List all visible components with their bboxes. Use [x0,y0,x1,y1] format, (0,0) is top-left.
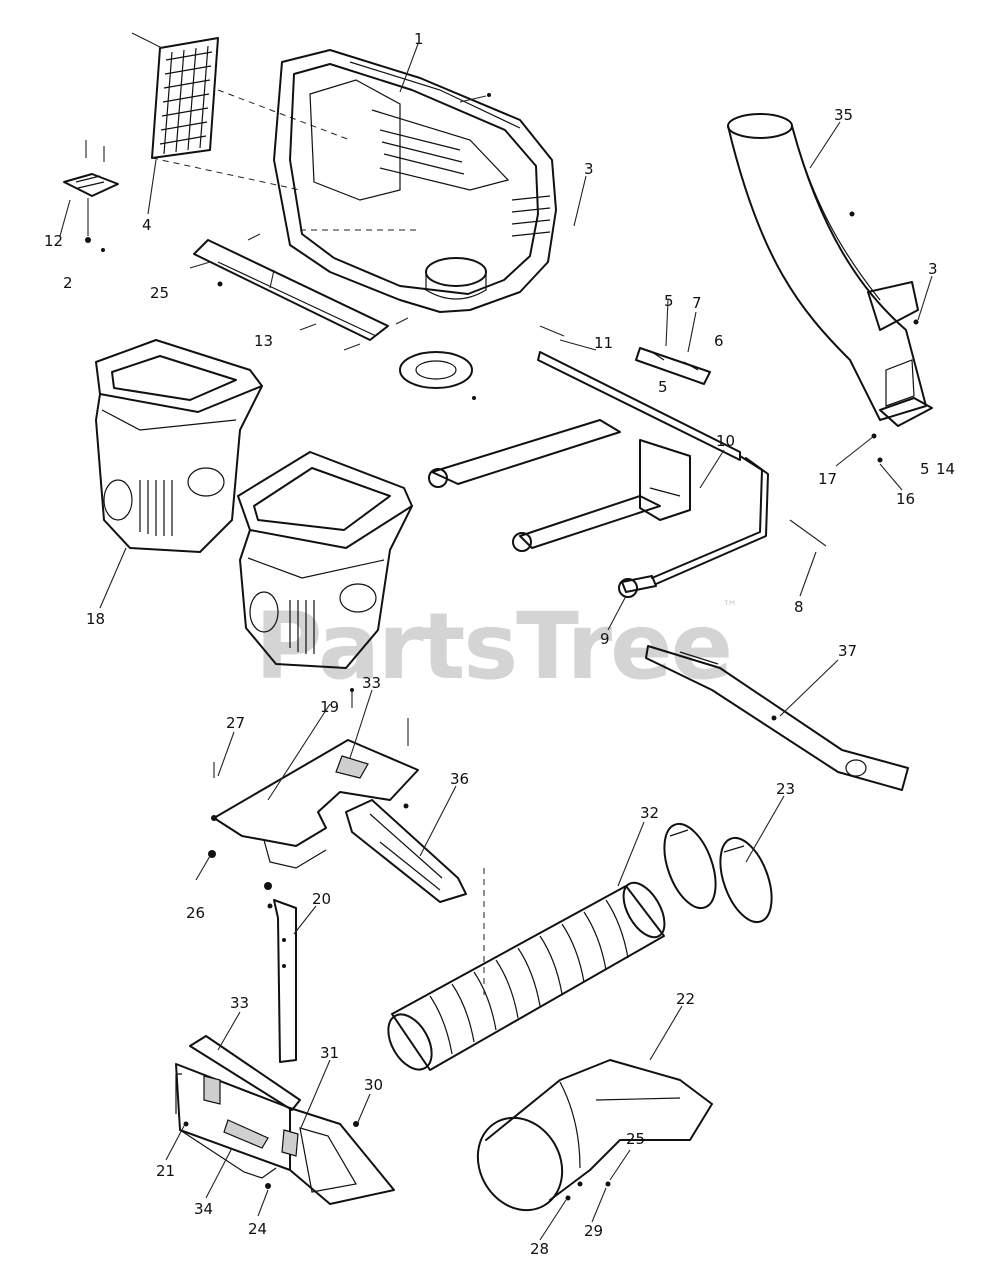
callout-34: 34 [194,1200,213,1218]
flex-hose-32 [387,868,666,1071]
callout-25: 25 [150,284,169,302]
callout-13: 13 [254,332,273,350]
callout-21: 21 [156,1162,175,1180]
gasket-ring [399,325,565,400]
callout-labels: 1 2 3 3 4 5 5 5 6 7 8 9 10 11 12 13 14 1… [44,30,955,1258]
upright-bar-20 [267,899,297,1063]
callout-10: 10 [716,432,735,450]
discharge-chute-35 [727,113,933,463]
frame-tube-assembly [428,351,827,598]
watermark-trademark: ™ [722,597,738,616]
callout-7: 7 [692,294,702,312]
callout-4: 4 [142,216,152,234]
callout-26: 26 [186,904,205,922]
collection-bag-alt [237,451,413,669]
callout-6: 6 [714,332,724,350]
callout-3: 3 [928,260,938,278]
callout-1: 1 [414,30,424,48]
callout-28: 28 [530,1240,549,1258]
bracket-part-36 [345,799,467,903]
mounting-plate-19 [208,688,419,890]
callout-8: 8 [794,598,804,616]
callout-17: 17 [818,470,837,488]
callout-19: 19 [320,698,339,716]
callout-23: 23 [776,780,795,798]
clip-assembly [635,299,711,385]
plate-part-13 [189,229,420,351]
callout-20: 20 [312,890,331,908]
callout-3: 3 [584,160,594,178]
callout-2: 2 [63,274,73,292]
lower-housing-34 [175,1035,395,1205]
callout-35: 35 [834,106,853,124]
callout-16: 16 [896,490,915,508]
main-housing-part [273,49,557,313]
callout-14: 14 [936,460,955,478]
watermark-text: PartsTree [255,593,731,700]
filter-screen-part [131,32,351,191]
leader-lines [59,43,933,1241]
callout-25: 25 [626,1130,645,1148]
callout-27: 27 [226,714,245,732]
rod-part-37 [645,645,909,791]
callout-32: 32 [640,804,659,822]
elbow-part-22 [476,1059,713,1212]
callout-18: 18 [86,610,105,628]
callout-11: 11 [594,334,613,352]
callout-9: 9 [600,630,610,648]
callout-33: 33 [230,994,249,1012]
hose-clamps-23 [663,822,773,924]
callout-33: 33 [362,674,381,692]
callout-5: 5 [664,292,674,310]
callout-37: 37 [838,642,857,660]
callout-36: 36 [450,770,469,788]
collection-bag-18 [95,339,263,553]
callout-12: 12 [44,232,63,250]
callout-22: 22 [676,990,695,1008]
callout-24: 24 [248,1220,267,1238]
bracket-part-12 [63,140,119,252]
callout-5: 5 [920,460,930,478]
callout-30: 30 [364,1076,383,1094]
callout-5: 5 [658,378,668,396]
callout-29: 29 [584,1222,603,1240]
callout-31: 31 [320,1044,339,1062]
